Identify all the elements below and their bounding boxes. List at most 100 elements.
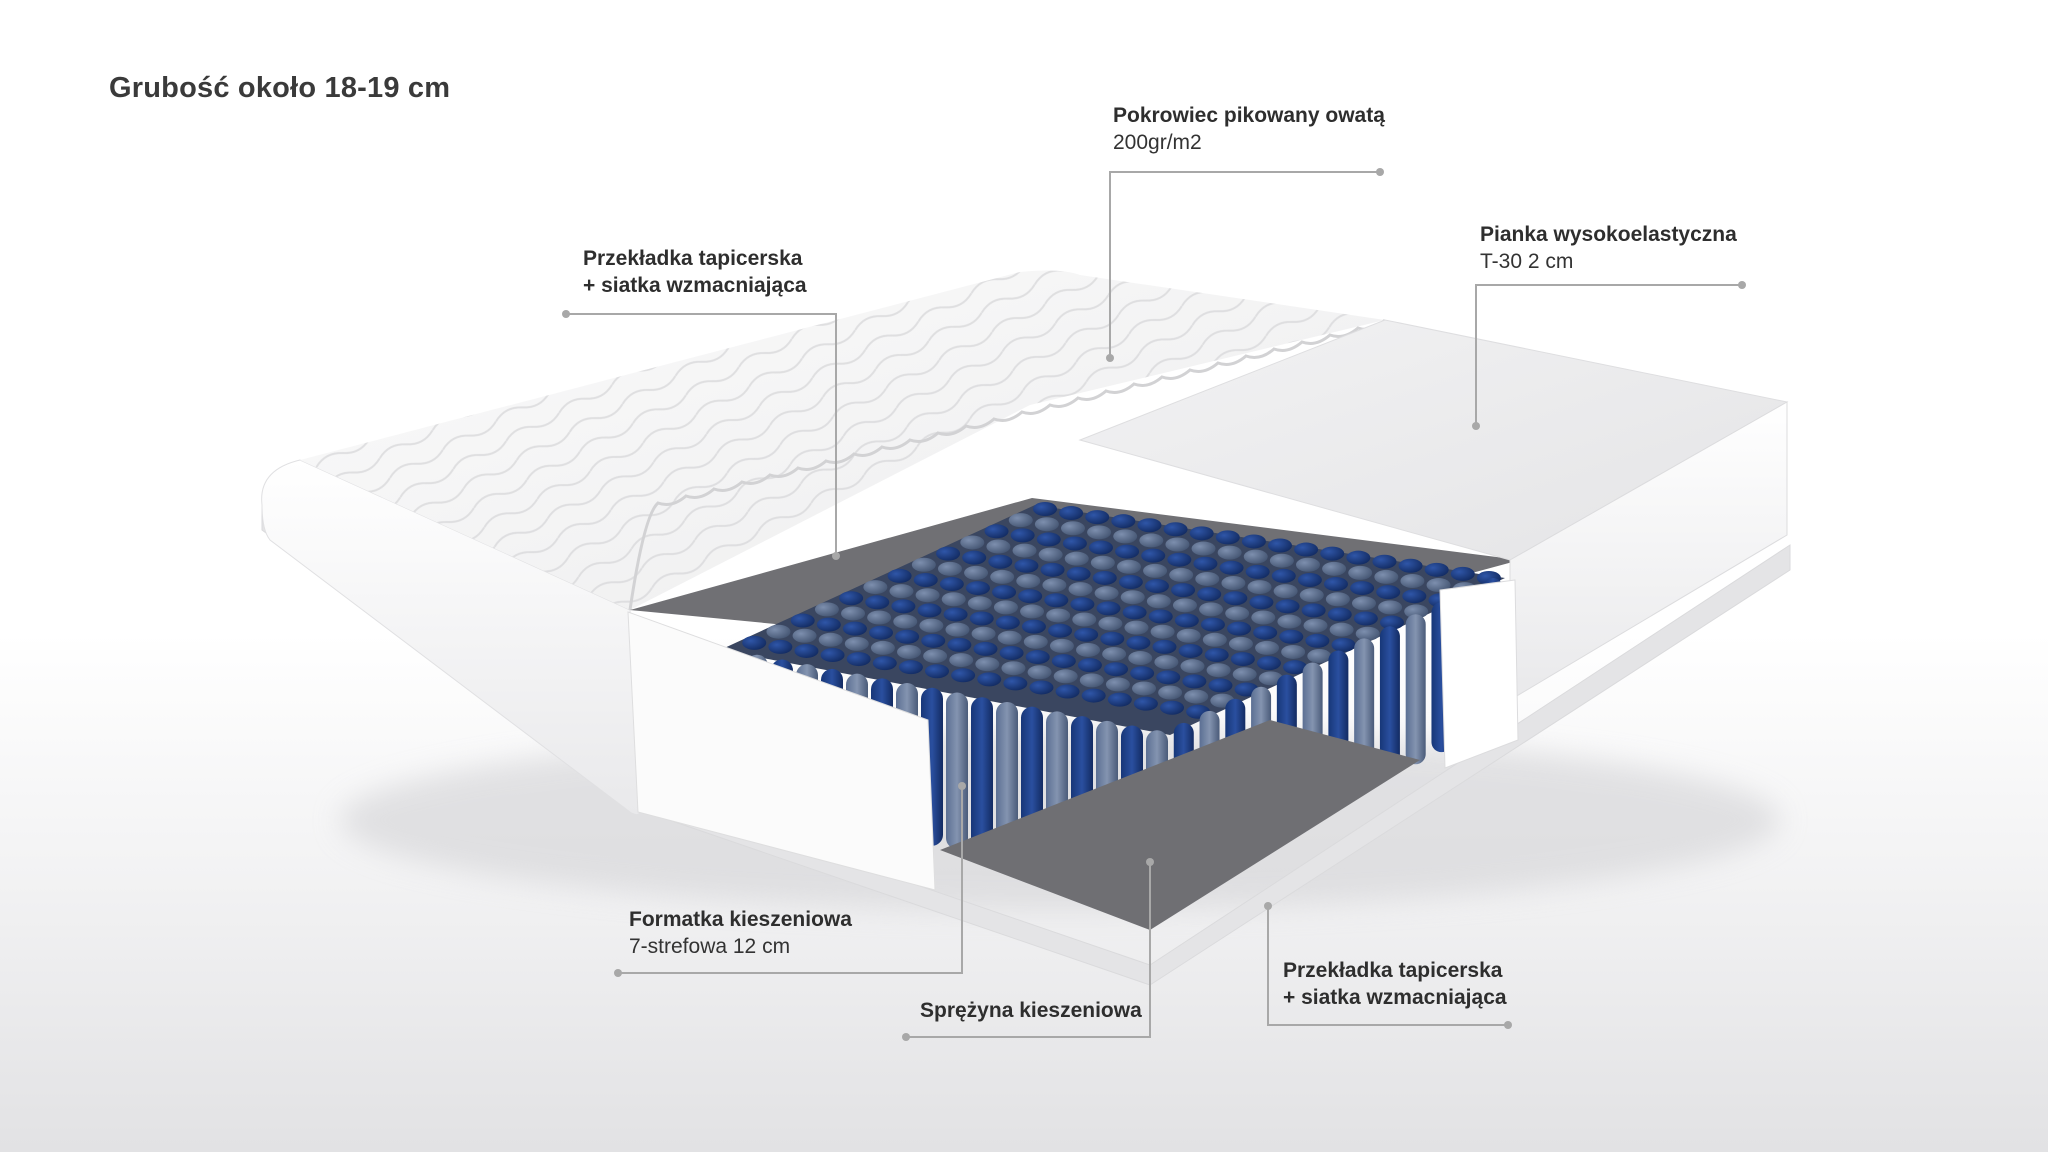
spring-coil xyxy=(915,588,940,603)
spacer-bottom-label-title: Przekładka tapicerska xyxy=(1283,959,1503,982)
spring-coil xyxy=(1327,607,1352,622)
spring-coil xyxy=(1322,561,1347,576)
spring-coil xyxy=(969,611,994,626)
spring-coil xyxy=(1096,601,1121,616)
spacer-top-label-title: Przekładka tapicerska xyxy=(583,247,803,270)
spring-coil xyxy=(1258,671,1283,686)
spring-coil xyxy=(1424,562,1449,577)
spring-coil xyxy=(1275,599,1300,614)
spring-coil xyxy=(1079,673,1104,688)
spring-coil xyxy=(869,625,894,640)
spring-coil xyxy=(1404,604,1429,619)
spring-coil xyxy=(1055,684,1080,699)
spring-coil xyxy=(936,546,961,561)
foam-front-face xyxy=(1439,579,1519,769)
spring-coil xyxy=(975,657,1000,672)
spring-coil xyxy=(1279,629,1304,644)
spring-coil xyxy=(943,607,968,622)
spring-coil xyxy=(986,539,1011,554)
spring-coil xyxy=(1215,530,1240,545)
spring-coil xyxy=(949,653,974,668)
spring-coil xyxy=(964,565,989,580)
spring-column xyxy=(1405,614,1426,765)
spring-coil xyxy=(1295,557,1320,572)
spacer-bottom-label: Przekładka tapicerska + siatka wzmacniaj… xyxy=(1283,957,1507,1011)
leader-dots xyxy=(562,168,1746,1041)
spring-coil xyxy=(1116,559,1141,574)
spring-coil xyxy=(818,632,843,647)
spring-coil xyxy=(1320,546,1345,561)
spring-coil xyxy=(990,569,1015,584)
spring-coil xyxy=(1046,608,1071,623)
spring-coil xyxy=(945,622,970,637)
spring-coil xyxy=(1098,616,1123,631)
quilted-cover-side xyxy=(261,459,641,816)
spring-coil xyxy=(1088,540,1113,555)
spring-coil xyxy=(889,584,914,599)
spring-column xyxy=(1379,626,1400,777)
spring-coil xyxy=(893,614,918,629)
spring-coil xyxy=(992,585,1017,600)
spring-coil xyxy=(997,630,1022,645)
spring-coil xyxy=(1197,587,1222,602)
spring-coil xyxy=(816,617,841,632)
cover-label-detail: 200gr/m2 xyxy=(1113,131,1202,154)
spring-coil xyxy=(951,668,976,683)
spring-coil xyxy=(1200,617,1225,632)
spring-coil xyxy=(1184,689,1209,704)
spring-coil xyxy=(1191,541,1216,556)
spring-coil xyxy=(1245,564,1270,579)
spring-coil xyxy=(1249,595,1274,610)
spring-coil xyxy=(1152,639,1177,654)
spring-coil xyxy=(1074,627,1099,642)
spring-column xyxy=(946,692,968,849)
spring-coil xyxy=(1053,669,1078,684)
spring-coil xyxy=(1379,615,1404,630)
spring-coil xyxy=(1008,513,1033,528)
spring-coil xyxy=(1070,597,1095,612)
spring-coil xyxy=(1172,598,1197,613)
pocket-spring-label: Sprężyna kieszeniowa xyxy=(920,997,1142,1024)
spring-coil xyxy=(1150,624,1175,639)
spring-coil xyxy=(923,649,948,664)
spring-coil xyxy=(1126,635,1151,650)
spring-coil xyxy=(887,568,912,583)
spring-coil xyxy=(1171,583,1196,598)
spring-coil xyxy=(1062,536,1087,551)
spring-coil xyxy=(895,629,920,644)
spring-coil xyxy=(1113,529,1138,544)
spring-coil xyxy=(1376,585,1401,600)
spring-coil xyxy=(1189,526,1214,541)
spring-coil xyxy=(1165,537,1190,552)
spring-coil xyxy=(1299,588,1324,603)
spring-coil xyxy=(921,633,946,648)
spacer-bottom-label-detail: + siatka wzmacniająca xyxy=(1283,986,1507,1009)
spring-coil xyxy=(898,660,923,675)
spring-coil xyxy=(1331,637,1356,652)
spring-coil xyxy=(1090,555,1115,570)
spring-coil xyxy=(1018,589,1043,604)
spring-coil xyxy=(1033,502,1057,516)
spring-coil xyxy=(1255,640,1280,655)
spring-coil xyxy=(1426,578,1451,593)
spring-coil xyxy=(1176,628,1201,643)
cover-label: Pokrowiec pikowany owatą 200gr/m2 xyxy=(1113,102,1385,156)
spring-coil xyxy=(1118,575,1143,590)
spring-coil xyxy=(863,580,888,595)
spring-column xyxy=(971,697,993,853)
spring-coil xyxy=(1143,563,1168,578)
spring-coil xyxy=(1085,510,1110,525)
spring-column xyxy=(996,701,1018,856)
spring-coil xyxy=(1133,696,1158,711)
spring-coil xyxy=(1348,565,1373,580)
pocket-block-label-detail: 7-strefowa 12 cm xyxy=(629,935,791,958)
spring-coil xyxy=(790,613,815,628)
spring-coil xyxy=(1130,666,1155,681)
spring-coil xyxy=(1137,518,1162,533)
spring-coil xyxy=(1178,643,1203,658)
spring-coil xyxy=(1036,532,1061,547)
spring-coil xyxy=(839,591,864,606)
spring-coil xyxy=(846,652,871,667)
spring-coil xyxy=(913,572,938,587)
spring-coil xyxy=(1374,569,1399,584)
